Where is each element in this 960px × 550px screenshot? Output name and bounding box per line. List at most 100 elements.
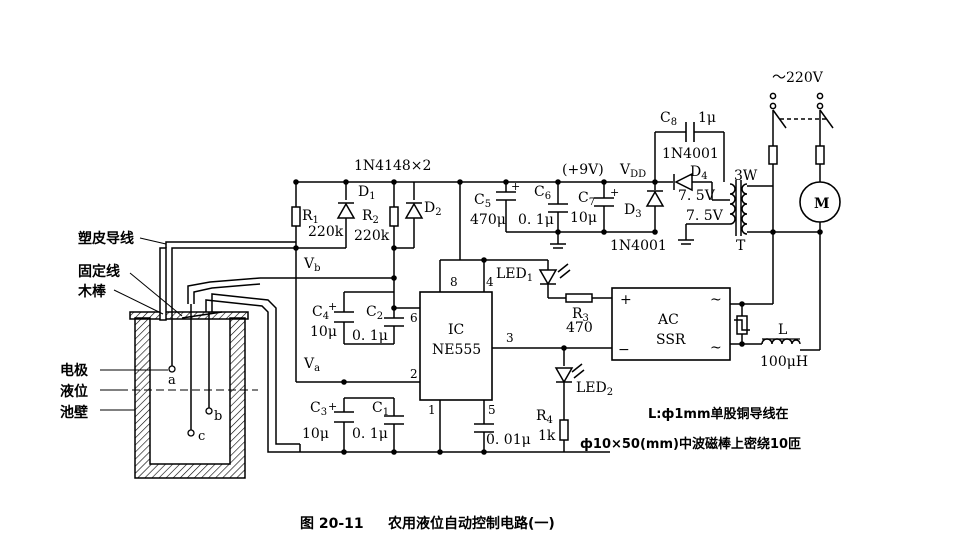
- fuse-right: [815, 145, 825, 165]
- led-1: [538, 263, 571, 286]
- ssr-plus: +: [620, 292, 632, 308]
- diode-d4: [673, 172, 693, 192]
- c2-value: 0. 1μ: [352, 328, 388, 344]
- d4-part: 1N4001: [662, 146, 719, 162]
- r4-value: 1k: [538, 428, 556, 444]
- capacitor-c8: [685, 122, 695, 142]
- ic-name: IC: [448, 322, 464, 338]
- tank-wall-label: 池壁: [60, 404, 88, 421]
- d2-label: D2: [424, 200, 442, 218]
- c2-label: C2: [366, 304, 383, 322]
- varistor: [734, 315, 750, 335]
- led1-label: LED1: [496, 266, 533, 284]
- polarity-marks: + + + +: [328, 180, 619, 413]
- mains-switch: [769, 92, 834, 129]
- figure-title: 农用液位自动控制电路(一): [387, 515, 555, 532]
- transformer-name: T: [736, 238, 746, 254]
- d1-label: D1: [358, 184, 376, 202]
- ssr-line-1: AC: [657, 312, 679, 328]
- d4-label: D4: [690, 164, 708, 182]
- r1-value: 220k: [308, 224, 344, 240]
- c3-value: 10μ: [302, 426, 329, 442]
- transformer-power: 3W: [734, 168, 758, 184]
- circuit-wires: [260, 110, 821, 453]
- ssr-line-2: SSR: [656, 332, 686, 348]
- va-label: Va: [303, 356, 320, 374]
- transformer-v1: 7. 5V: [678, 188, 716, 204]
- r3-value: 470: [566, 320, 593, 336]
- transformer-v2: 7. 5V: [686, 208, 724, 224]
- motor-label: M: [814, 196, 830, 212]
- resistor-r3: [565, 293, 593, 303]
- led-2: [554, 363, 585, 384]
- ic-pin-5: 5: [488, 403, 496, 417]
- r3-label: R3: [572, 306, 589, 324]
- electrode-a-label: a: [168, 373, 176, 388]
- note-line-2: ф10×50(mm)中波磁棒上密绕10匝: [580, 436, 801, 452]
- fixed-wire-label: 固定线: [78, 263, 120, 280]
- electrode-b: [205, 407, 213, 415]
- ssr-ac-1: ~: [710, 292, 722, 308]
- inductor-l: [761, 338, 801, 345]
- c4-value: 10μ: [310, 324, 337, 340]
- note-line-1: L:ф1mm单股铜导线在: [648, 406, 789, 422]
- fuse-left: [768, 145, 778, 165]
- d3-part: 1N4001: [610, 238, 667, 254]
- ac-ssr: [611, 287, 731, 361]
- c8-value: 1μ: [698, 110, 716, 126]
- electrode-label: 电极: [60, 362, 89, 379]
- wood-rod-label: 木棒: [77, 283, 107, 300]
- electrode-a: [168, 365, 176, 373]
- supply-label: (+9V): [562, 162, 604, 178]
- resistor-r4: [559, 419, 569, 441]
- water-tank: [129, 311, 249, 479]
- ssr-minus: −: [618, 342, 630, 358]
- ic-pin-8: 8: [450, 275, 458, 289]
- c1-label: C1: [372, 400, 389, 418]
- c3-label: C3: [310, 400, 327, 418]
- r1-label: R1: [302, 208, 319, 226]
- transformer-t: [729, 180, 748, 236]
- svg-text:+: +: [610, 186, 619, 199]
- c5-value: 470μ: [470, 212, 506, 228]
- capacitor-c3: [334, 411, 354, 423]
- r2-value: 220k: [354, 228, 390, 244]
- c7-label: C7: [578, 190, 595, 208]
- svg-text:+: +: [328, 300, 337, 313]
- capacitor-c7: [594, 197, 614, 207]
- svg-text:+: +: [511, 180, 520, 193]
- electrode-c: [187, 429, 195, 437]
- electrode-b-label: b: [214, 409, 222, 424]
- r2-label: R2: [362, 208, 379, 226]
- led2-label: LED2: [576, 380, 613, 398]
- inductor-value: 100μH: [760, 354, 808, 370]
- diode-d2: [404, 202, 424, 219]
- capacitor-c10: [474, 423, 494, 433]
- c10-value: 0. 01μ: [486, 432, 531, 448]
- diode-d1: [336, 202, 356, 219]
- c8-label: C8: [660, 110, 677, 128]
- capacitor-c4: [334, 311, 354, 323]
- ic-part: NE555: [432, 342, 481, 358]
- tank-leader-lines: [100, 237, 183, 411]
- c6-value: 0. 1μ: [518, 212, 554, 228]
- resistor-r2: [389, 206, 399, 227]
- ic-pin-6: 6: [410, 311, 418, 325]
- c4-label: C4: [312, 304, 329, 322]
- electrode-c-label: c: [198, 429, 205, 444]
- c5-label: C5: [474, 192, 491, 210]
- resistor-r1: [291, 206, 301, 227]
- figure-number: 图 20-11: [300, 516, 364, 532]
- ic-pin-2: 2: [410, 367, 418, 381]
- plastic-wire-label: 塑皮导线: [78, 230, 134, 247]
- diode-d3: [645, 190, 665, 207]
- mains-label: ～220V: [772, 70, 824, 86]
- inductor-label: L: [778, 322, 787, 338]
- electrode-wires: [165, 241, 300, 453]
- svg-text:+: +: [328, 400, 337, 413]
- capacitor-c1: [384, 415, 404, 425]
- c1-value: 0. 1μ: [352, 426, 388, 442]
- vdd-label: VDD: [619, 162, 646, 180]
- diodes-header-label: 1N4148×2: [354, 158, 431, 174]
